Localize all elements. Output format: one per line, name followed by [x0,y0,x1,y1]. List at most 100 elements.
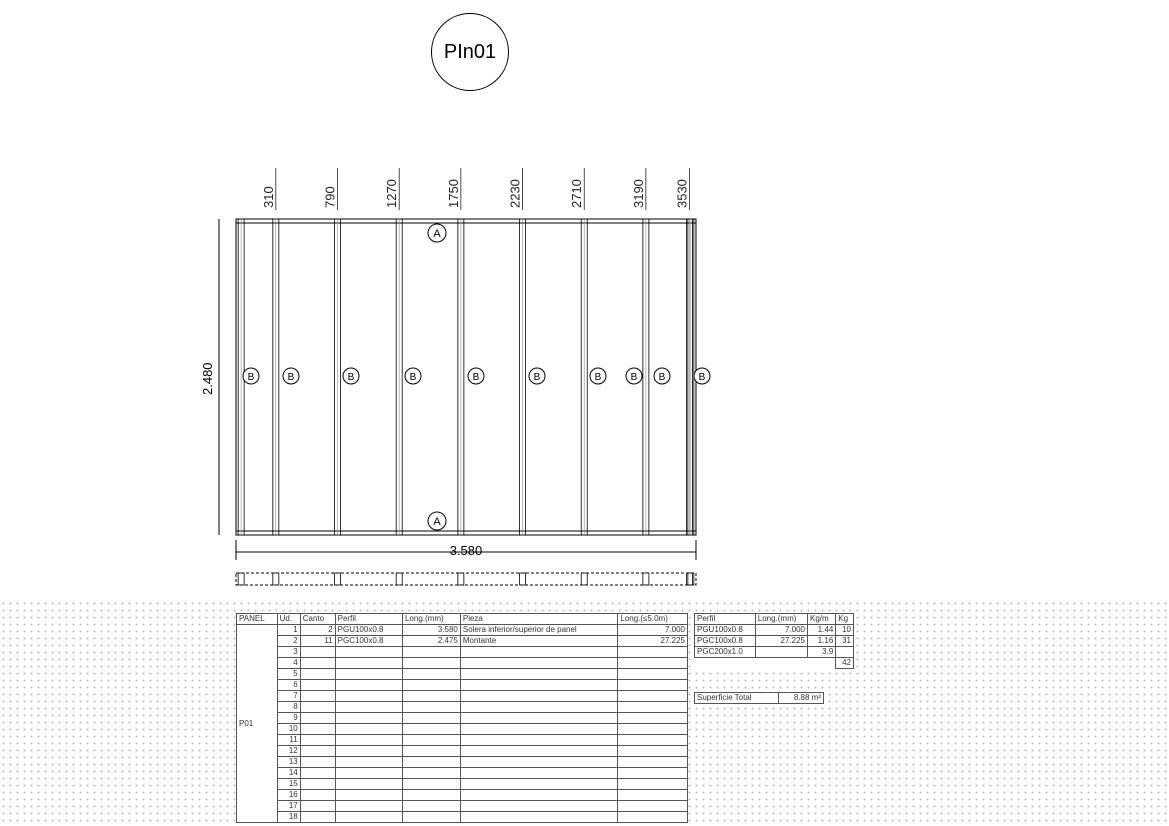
spacer [695,658,836,669]
table-row: 4 [237,657,688,669]
canto-cell [299,789,336,801]
marker-b-circle [467,367,485,385]
row-number: 15 [276,778,301,790]
marker-b-label: B [473,372,480,383]
column-header: Kg [835,613,854,625]
total-length-cell [617,657,688,669]
marker-b-label: B [631,372,638,383]
perfil-cell [334,800,403,812]
marker-b-circle [404,367,422,385]
pieza-cell [459,800,619,812]
column-header: Ud. [276,613,301,625]
marker-b-label: B [288,372,295,383]
perfil-cell [334,690,403,702]
surface-label: Superficie Total [694,692,779,704]
canto-cell [299,767,336,779]
length-cell: 7.000 [754,624,808,636]
marker-b-label: B [534,372,541,383]
dimension-label: 790 [323,186,338,208]
total-length-cell [617,789,688,801]
width-dimension-label: 3.580 [450,543,483,558]
perfil-cell [334,646,403,658]
marker-b-circle [589,367,607,385]
total-length-cell [617,701,688,713]
dimension-label: 1750 [446,179,461,208]
perfil-cell [334,811,403,823]
dimension-label: 310 [261,186,276,208]
length-cell [401,756,461,768]
total-length-cell [617,811,688,823]
pieza-cell [459,679,619,691]
canto-cell [299,668,336,680]
pieza-cell [459,734,619,746]
length-cell: 27.225 [754,635,808,647]
row-number: 14 [276,767,301,779]
length-cell: 3.580 [401,624,461,636]
table-row: 7 [237,690,688,702]
total-length-cell [617,679,688,691]
pieza-cell [459,712,619,724]
perfil-cell [334,723,403,735]
canto-cell [299,745,336,757]
stud-section [519,572,526,586]
table-row: 14 [237,767,688,779]
pieza-cell [459,811,619,823]
length-cell [401,668,461,680]
length-cell [401,646,461,658]
dimension-label: 3530 [675,179,690,208]
total-length-cell: 7.000 [617,624,688,636]
total-length-cell [617,723,688,735]
stud-section [395,572,403,586]
length-cell [401,712,461,724]
canto-cell [299,734,336,746]
table-row: 12 [237,745,688,757]
column-header: Pieza [459,613,619,625]
table-row: 9 [237,712,688,724]
row-number: 12 [276,745,301,757]
total-length-cell [617,778,688,790]
marker-a-label: A [433,228,441,240]
row-number: 13 [276,756,301,768]
perfil-cell [334,734,403,746]
marker-b-circle [653,367,671,385]
kg-cell: 31 [835,635,854,647]
pieza-cell [459,657,619,669]
marker-a-circle [427,511,447,531]
marker-b-label: B [595,372,602,383]
height-dimension-label: 2.480 [200,362,215,395]
column-header: Long.(mm) [754,613,808,625]
length-cell [401,723,461,735]
length-cell [401,811,461,823]
column-header: Perfil [334,613,403,625]
table-row: 18 [237,811,688,823]
table-row: 17 [237,800,688,812]
row-number: 16 [276,789,301,801]
marker-b-label: B [410,372,417,383]
surface-value: 8.88 m² [777,692,825,704]
marker-b-label: B [659,372,666,383]
dimension-label: 1270 [384,179,399,208]
canto-cell [299,756,336,768]
row-number: 3 [276,646,301,658]
canto-cell [299,657,336,669]
perfil-cell: PGU100x0.8 [334,624,403,636]
total-length-cell [617,756,688,768]
column-header: Long.(≤5.0m) [617,613,688,625]
total-length-cell [617,745,688,757]
kg-per-m-cell: 3.9 [806,646,837,658]
table-row: 16 [237,789,688,801]
stud-section [237,572,245,586]
row-number: 18 [276,811,301,823]
perfil-cell [334,668,403,680]
perfil-cell [334,745,403,757]
canto-cell: 11 [299,635,336,647]
dimension-label: 2710 [569,179,584,208]
length-cell: 2.475 [401,635,461,647]
pieza-cell [459,668,619,680]
length-cell [401,734,461,746]
pieza-cell [459,789,619,801]
